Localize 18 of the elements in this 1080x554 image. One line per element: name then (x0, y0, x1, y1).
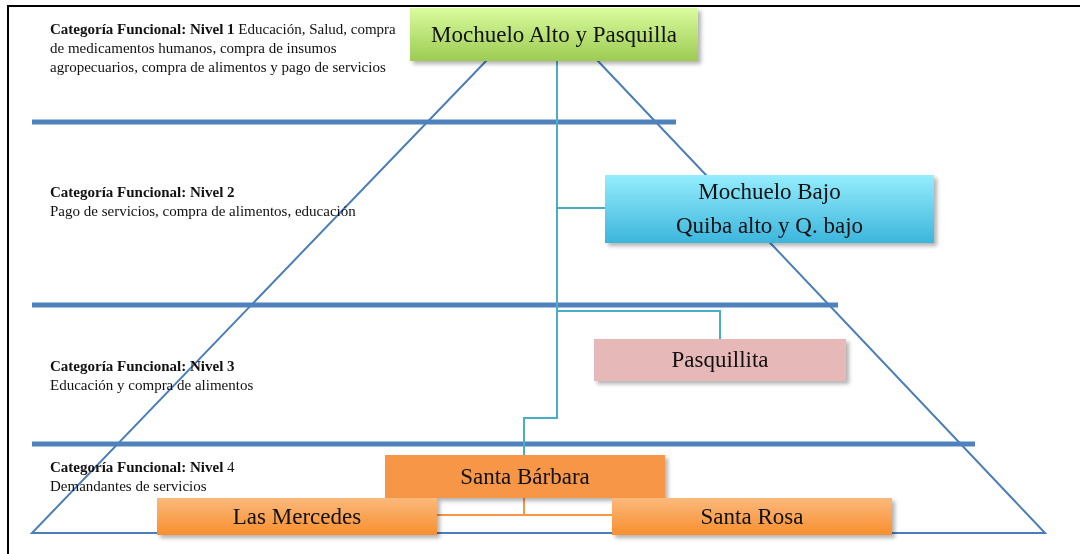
level-box (410, 8, 698, 61)
place-name: Quiba alto y Q. bajo (675, 212, 864, 240)
connector-line (523, 497, 613, 516)
level-heading: Categoría Funcional: Nivel 2 (50, 183, 236, 202)
place-name: Las Mercedes (232, 502, 362, 531)
level-box (612, 498, 892, 535)
level-description: Categoría Funcional: Nivel 1 Educación, Salud, compra de medicamentos humanos, compra de insumos agropecuarios, compra de alimentos y pago de servicios (50, 20, 397, 77)
place-name: Pasquillita (671, 346, 769, 374)
level-box (594, 339, 846, 381)
level-heading: Categoría Funcional: Nivel 3 (50, 357, 236, 376)
place-name: Santa Rosa (700, 502, 804, 531)
level-description: Educación y compra de alimentos (50, 376, 255, 395)
level-box (157, 498, 437, 535)
place-name: Mochuelo Bajo (698, 178, 841, 206)
level-box (605, 175, 934, 243)
place-name: Santa Bárbara (460, 462, 590, 491)
level-box (385, 455, 665, 498)
place-name: Mochuelo Alto y Pasquilla (431, 20, 677, 49)
